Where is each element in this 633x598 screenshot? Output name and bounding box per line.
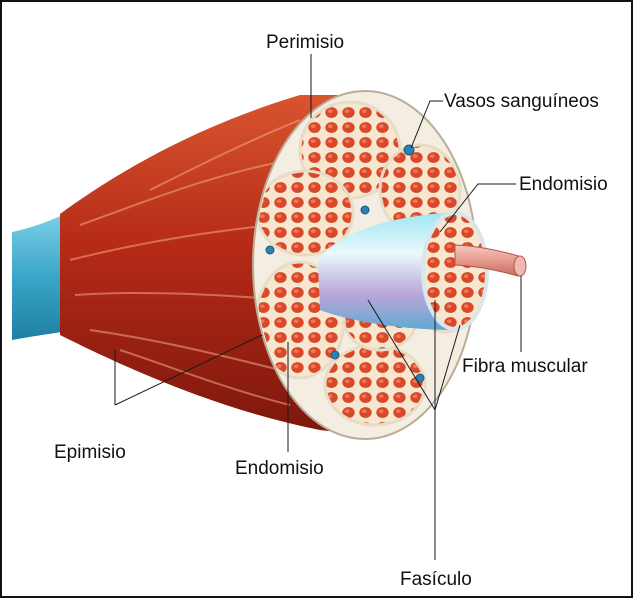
label-perimisio: Perimisio — [266, 33, 344, 52]
extracted-fascicle-end — [423, 213, 487, 329]
label-endomisio-bottom: Endomisio — [235, 459, 324, 478]
label-endomisio-right: Endomisio — [519, 175, 608, 194]
label-fibra-muscular: Fibra muscular — [462, 357, 588, 376]
label-epimisio: Epimisio — [54, 443, 126, 462]
label-vasos-sanguineos: Vasos sanguíneos — [444, 92, 599, 111]
label-fasciculo: Fasículo — [400, 570, 472, 589]
fascicle-bottom — [325, 345, 425, 425]
